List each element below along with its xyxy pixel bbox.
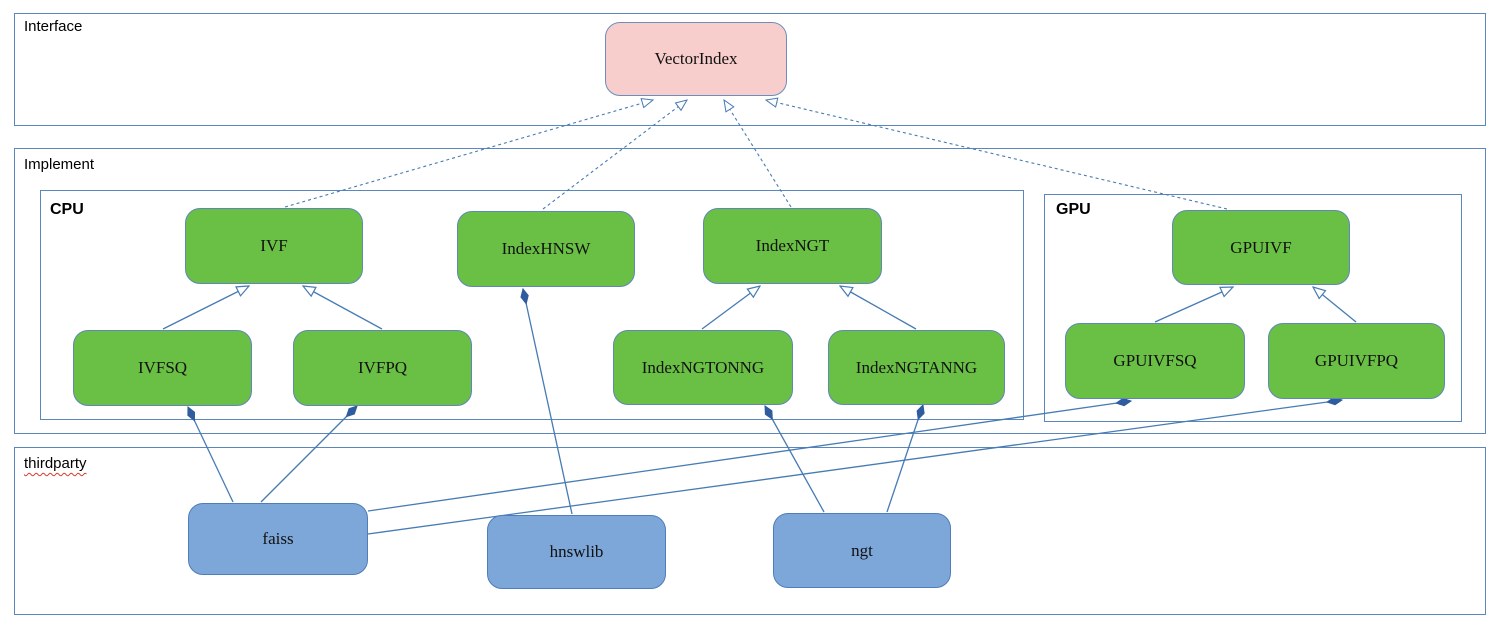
edge-faiss-ivfsq[interactable] xyxy=(188,407,234,503)
edge-gpuivfsq-gpuivf[interactable] xyxy=(1154,287,1233,323)
node-indexngt-label: IndexNGT xyxy=(755,236,830,255)
edge-faiss-ivfpq[interactable] xyxy=(260,406,357,503)
node-indexngtonng-label: IndexNGTONNG xyxy=(641,357,765,377)
node-indexngt[interactable]: IndexNGT xyxy=(703,208,882,284)
node-vectorindex-label: VectorIndex xyxy=(654,49,738,68)
node-indexhnsw-label: IndexHNSW xyxy=(501,239,591,258)
edge-ngt-indexngtonng[interactable] xyxy=(764,406,825,513)
node-ivfpq-label: IVFPQ xyxy=(357,358,408,377)
group-interface-label: Interface xyxy=(24,18,83,35)
node-ngt-label: ngt xyxy=(851,540,873,560)
edge-indexngtanng-indexngt[interactable] xyxy=(840,286,917,330)
edge-ivf-vectorindex[interactable] xyxy=(284,100,653,208)
node-gpuivfpq-label: GPUIVFPQ xyxy=(1314,351,1399,370)
node-ivfpq[interactable]: IVFPQ xyxy=(293,330,472,406)
node-faiss[interactable]: faiss xyxy=(188,503,368,575)
group-gpu[interactable] xyxy=(1044,194,1462,422)
node-hnswlib[interactable]: hnswlib xyxy=(487,515,666,589)
node-gpuivf[interactable]: GPUIVF xyxy=(1172,210,1350,285)
group-gpu-label: GPU xyxy=(1056,201,1091,218)
edge-indexngtonng-indexngt[interactable] xyxy=(701,286,760,330)
group-thirdparty[interactable] xyxy=(14,447,1486,615)
edge-ngt-indexngtanng[interactable] xyxy=(886,405,923,513)
node-indexngtanng[interactable]: IndexNGTANNG xyxy=(828,330,1005,405)
node-indexhnsw[interactable]: IndexHNSW xyxy=(457,211,635,287)
node-faiss-label: faiss xyxy=(262,529,294,548)
node-ngt[interactable]: ngt xyxy=(773,513,951,588)
node-indexngtanng-label: IndexNGTANNG xyxy=(855,357,978,377)
node-ivfsq[interactable]: IVFSQ xyxy=(73,330,252,406)
edge-ivfpq-ivf[interactable] xyxy=(303,286,383,330)
edge-faiss-gpuivfsq[interactable] xyxy=(367,401,1131,512)
group-implement[interactable] xyxy=(14,148,1486,434)
node-indexngtonng[interactable]: IndexNGTONNG xyxy=(613,330,793,405)
group-implement-label: Implement xyxy=(24,156,95,173)
node-hnswlib-label: hnswlib xyxy=(549,542,604,561)
edge-faiss-gpuivfpq[interactable] xyxy=(367,400,1342,535)
edge-gpuivf-vectorindex[interactable] xyxy=(766,100,1228,210)
edge-hnswlib-indexhnsw[interactable] xyxy=(523,289,573,515)
node-gpuivf-label: GPUIVF xyxy=(1230,237,1292,257)
edge-indexngt-vectorindex[interactable] xyxy=(724,100,792,208)
edge-indexhnsw-vectorindex[interactable] xyxy=(542,100,687,210)
node-ivf[interactable]: IVF xyxy=(185,208,363,284)
node-gpuivfsq-label: GPUIVFSQ xyxy=(1113,351,1197,370)
node-vectorindex[interactable]: VectorIndex xyxy=(605,22,787,96)
group-cpu[interactable] xyxy=(40,190,1024,420)
edge-ivfsq-ivf[interactable] xyxy=(162,286,249,330)
node-gpuivfpq[interactable]: GPUIVFPQ xyxy=(1268,323,1445,399)
group-cpu-label: CPU xyxy=(50,201,84,218)
group-interface[interactable] xyxy=(14,13,1486,126)
group-thirdparty-label: thirdparty xyxy=(24,455,87,472)
node-gpuivfsq[interactable]: GPUIVFSQ xyxy=(1065,323,1245,399)
edge-gpuivfpq-gpuivf[interactable] xyxy=(1313,287,1357,323)
node-ivf-label: IVF xyxy=(260,236,288,255)
node-ivfsq-label: IVFSQ xyxy=(137,358,188,377)
